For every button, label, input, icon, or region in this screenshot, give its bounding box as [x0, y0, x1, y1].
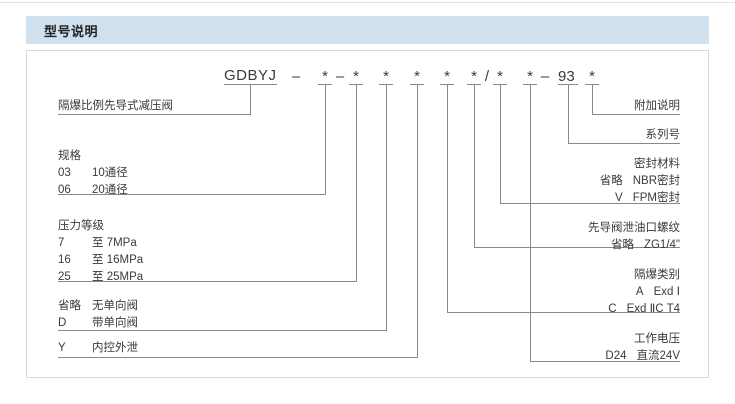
label-row: 03 10通径 — [58, 165, 128, 182]
model-code-token-12: 93 — [558, 68, 575, 85]
label-internal-control-external-drain: Y 内控外泄 — [58, 340, 138, 357]
model-code-token-10: * — [527, 68, 533, 85]
label-value: Exd ⅡC T4 — [626, 303, 680, 315]
label-value: 隔爆类别 — [634, 269, 680, 281]
label-value: 内控外泄 — [92, 342, 138, 354]
label-row: 工作电压 — [605, 331, 680, 348]
label-row: 压力等级 — [58, 218, 143, 235]
label-row: 隔爆类别 — [608, 267, 680, 284]
label-value: 无单向阀 — [92, 300, 138, 312]
model-code-token-4: * — [383, 68, 389, 85]
label-row: 省略 NBR密封 — [600, 173, 680, 190]
label-value: 10通径 — [92, 167, 128, 179]
page-title: 型号说明 — [44, 24, 99, 39]
label-pressure-rating: 压力等级 7 至 7MPa 16 至 16MPa 25 至 25MPa — [58, 218, 143, 286]
label-value: NBR密封 — [632, 175, 680, 187]
label-key: A — [635, 286, 644, 298]
label-value: 压力等级 — [58, 220, 104, 232]
model-code-token-6: * — [444, 68, 450, 85]
label-specification: 规格 03 10通径 06 20通径 — [58, 148, 128, 199]
label-value: 附加说明 — [634, 100, 680, 112]
label-value: 密封材料 — [634, 158, 680, 170]
label-key: 16 — [58, 254, 71, 266]
label-row: 省略 ZG1/4" — [588, 237, 680, 254]
label-row: 7 至 7MPa — [58, 235, 143, 252]
label-value: 带单向阀 — [92, 317, 138, 329]
label-additional-note: 附加说明 — [634, 98, 680, 115]
label-value: 至 25MPa — [92, 271, 144, 283]
model-code-token-7: * — [471, 68, 477, 85]
label-row: 先导阀泄油口螺纹 — [588, 220, 680, 237]
label-row: 隔爆比例先导式减压阀 — [58, 98, 173, 115]
model-code-token-11: – — [540, 68, 550, 85]
label-value: 系列号 — [645, 129, 681, 141]
model-code-token-9: * — [497, 68, 503, 85]
label-value: 规格 — [58, 150, 81, 162]
label-value: 直流24V — [636, 350, 680, 362]
section-header: 型号说明 — [26, 16, 709, 44]
label-key: 7 — [58, 237, 65, 249]
label-value: Exd Ⅰ — [653, 286, 680, 298]
label-row: 省略无单向阀 — [58, 298, 138, 315]
label-key: 25 — [58, 271, 71, 283]
label-row: V FPM密封 — [600, 190, 680, 207]
label-value: 先导阀泄油口螺纹 — [588, 222, 680, 234]
label-row: 密封材料 — [600, 156, 680, 173]
label-value: 至 7MPa — [92, 237, 137, 249]
label-value: 至 16MPa — [92, 254, 144, 266]
label-key: 省略 — [58, 300, 81, 312]
label-row: 06 20通径 — [58, 182, 128, 199]
model-code-token-8: / — [484, 68, 490, 85]
label-row: 25 至 25MPa — [58, 269, 143, 286]
label-row: 规格 — [58, 148, 128, 165]
label-explosion-proof-category: 隔爆类别 A Exd Ⅰ C Exd ⅡC T4 — [608, 267, 680, 318]
label-series-number: 系列号 — [646, 127, 681, 144]
label-row: D 带单向阀 — [58, 315, 138, 332]
model-code-token-3: * — [353, 68, 359, 85]
label-key: V — [615, 192, 623, 204]
label-key: 06 — [58, 184, 71, 196]
model-code-token-0: – — [291, 68, 301, 85]
model-code-token-5: * — [414, 68, 420, 85]
label-row: A Exd Ⅰ — [608, 284, 680, 301]
label-value: ZG1/4" — [643, 239, 680, 251]
label-row: Y 内控外泄 — [58, 340, 138, 357]
model-code-token-2: – — [335, 68, 345, 85]
model-code-token-1: * — [322, 68, 328, 85]
label-key: 03 — [58, 167, 71, 179]
label-value: 20通径 — [92, 184, 128, 196]
label-row: 16 至 16MPa — [58, 252, 143, 269]
top-divider — [0, 2, 735, 3]
label-pilot-valve-drain-thread: 先导阀泄油口螺纹省略 ZG1/4" — [588, 220, 680, 254]
model-code-token-13: * — [589, 68, 595, 85]
label-key: 省略 — [610, 239, 634, 251]
label-key: 省略 — [599, 175, 623, 187]
label-value: FPM密封 — [632, 192, 680, 204]
label-value: 隔爆比例先导式减压阀 — [58, 100, 173, 112]
label-working-voltage: 工作电压 D24 直流24V — [605, 331, 680, 365]
label-product-name: 隔爆比例先导式减压阀 — [58, 98, 173, 115]
model-code-prefix: GDBYJ — [224, 67, 277, 84]
label-check-valve: 省略无单向阀 D 带单向阀 — [58, 298, 138, 332]
label-key: Y — [58, 342, 66, 354]
label-row: D24 直流24V — [605, 348, 680, 365]
label-row: 系列号 — [646, 127, 681, 144]
label-seal-material: 密封材料省略 NBR密封 V FPM密封 — [600, 156, 680, 207]
label-value: 工作电压 — [634, 333, 680, 345]
label-key: D24 — [605, 350, 627, 362]
label-row: C Exd ⅡC T4 — [608, 301, 680, 318]
label-key: D — [58, 317, 67, 329]
label-row: 附加说明 — [634, 98, 680, 115]
label-key: C — [608, 303, 617, 315]
